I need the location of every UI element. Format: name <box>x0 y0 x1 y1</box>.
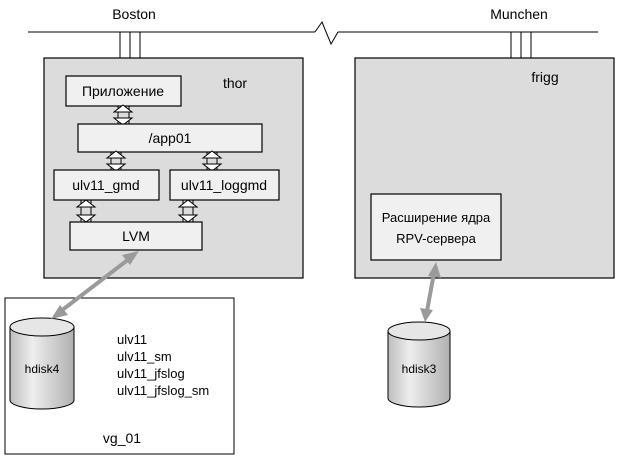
volume-item: ulv11 <box>117 332 147 347</box>
kernel-ext-box <box>370 193 502 261</box>
filesystem-label: /app01 <box>149 130 192 146</box>
device-box-gmd <box>53 169 160 201</box>
link-arrow-lvm-hdisk4 <box>51 251 139 319</box>
site-label-boston: Boston <box>112 6 156 22</box>
network-connector-left <box>119 31 141 59</box>
volume-item: ulv11_jfslog_sm <box>117 383 209 398</box>
kernel-ext-label-line1: Расширение ядра <box>382 210 491 225</box>
host-name-thor: thor <box>223 75 247 91</box>
app-box <box>65 75 182 107</box>
kernel-ext-label-line2: RPV-сервера <box>396 231 477 246</box>
host-name-frigg: frigg <box>531 69 558 85</box>
disk-hdisk3: hdisk3 <box>387 321 451 408</box>
volume-group-name: vg_01 <box>103 430 141 446</box>
connector-fs-loggmd <box>201 150 223 172</box>
disk-label-hdisk3: hdisk3 <box>402 362 437 376</box>
lvm-label: LVM <box>122 228 150 244</box>
connector-fs-gmd <box>105 150 127 172</box>
lvm-box <box>69 221 203 251</box>
volume-item: ulv11_jfslog <box>117 366 185 381</box>
network-line <box>28 20 598 46</box>
link-arrow-kernel-hdisk3 <box>420 262 441 322</box>
device-label-gmd: ulv11_gmd <box>72 177 139 193</box>
volume-item: ulv11_sm <box>117 349 172 364</box>
disk-label-hdisk4: hdisk4 <box>25 362 60 376</box>
device-box-loggmd <box>169 169 280 201</box>
network-connector-right <box>510 31 532 59</box>
connector-app-fs <box>112 104 134 126</box>
filesystem-box <box>77 123 263 153</box>
connector-loggmd-lvm <box>177 199 199 223</box>
connector-gmd-lvm <box>75 199 97 223</box>
site-label-munchen: Munchen <box>490 6 548 22</box>
app-label: Приложение <box>82 83 164 99</box>
device-label-loggmd: ulv11_loggmd <box>181 177 267 193</box>
disk-hdisk4: hdisk4 <box>9 317 75 410</box>
